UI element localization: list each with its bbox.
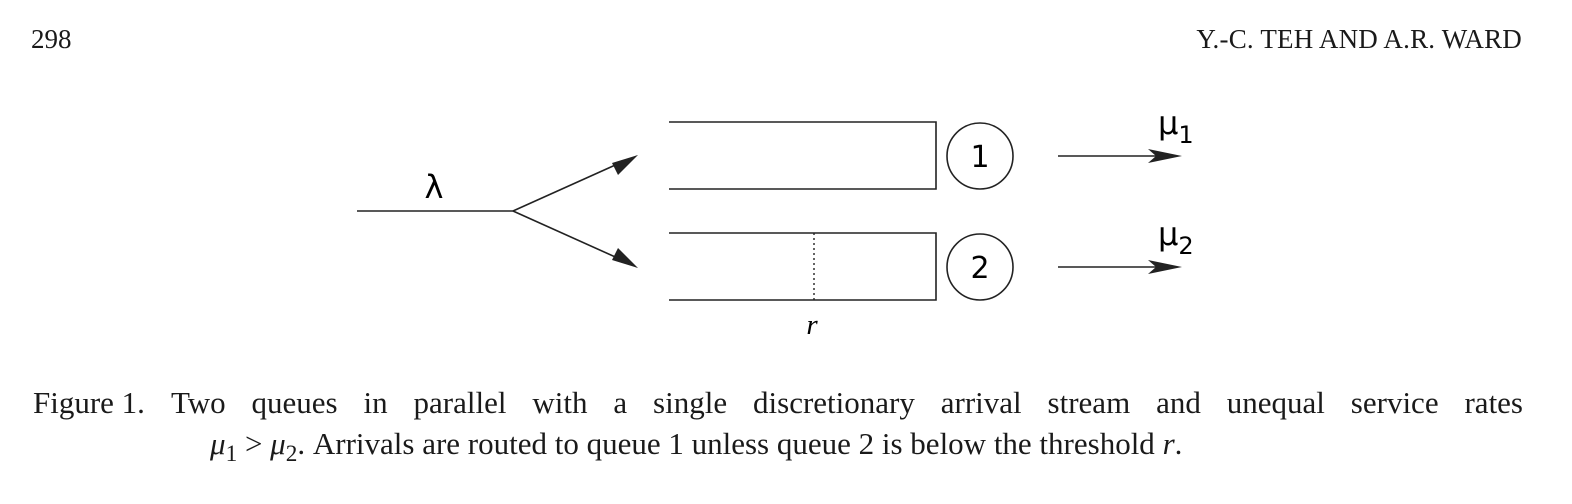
queue2-buffer	[669, 232, 937, 301]
caption-threshold: r	[1162, 426, 1175, 461]
caption-gt: >	[244, 426, 263, 461]
caption-mu1: μ1	[210, 426, 238, 467]
route-arrow-1-head	[612, 155, 638, 175]
caption-mu2: μ2	[270, 426, 298, 467]
running-head: Y.-C. TEH AND A.R. WARD	[1196, 24, 1522, 54]
service-rate1-label: μ1	[1158, 104, 1194, 149]
route-arrow-1-shaft	[512, 161, 623, 212]
page-number: 298	[31, 24, 72, 54]
caption-end: .	[1174, 426, 1183, 461]
route-arrow-2-head	[612, 248, 638, 268]
caption-label: Figure 1.	[33, 385, 145, 420]
server2-label: 2	[970, 251, 989, 286]
departure-arrow-1-head	[1148, 149, 1182, 163]
departure-arrow-2-head	[1148, 260, 1182, 274]
caption-text-2: . Arrivals are routed to queue 1 unless …	[297, 426, 1163, 461]
caption-text-1: Two queues in parallel with a single dis…	[170, 385, 1523, 420]
arrival-rate-label: λ	[425, 168, 444, 206]
figure-caption: Figure 1. Two queues in parallel with a …	[33, 382, 1523, 467]
service-rate2-label: μ2	[1158, 215, 1194, 260]
caption-line-2: μ1 > μ2. Arrivals are routed to queue 1 …	[33, 423, 1523, 467]
server2-circle	[946, 233, 1014, 301]
queue1-buffer	[669, 121, 937, 190]
route-arrow-2-shaft	[512, 210, 623, 261]
server1-label: 1	[970, 140, 989, 175]
server1-circle	[946, 122, 1014, 190]
threshold-label: r	[806, 309, 818, 341]
caption-line-1: Figure 1. Two queues in parallel with a …	[33, 382, 1523, 423]
